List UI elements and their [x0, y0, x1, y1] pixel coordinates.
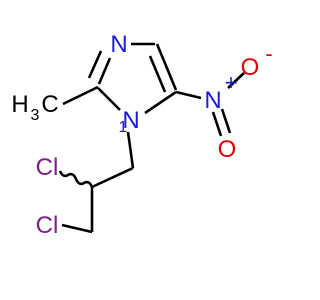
atom-n1-locant: 1 [119, 119, 128, 136]
nitro-o-bottom: O [218, 136, 237, 163]
bond-c4-c5-double [148, 55, 167, 93]
atom-n-top: N [110, 31, 127, 58]
atom-cl-lower: Cl [36, 212, 59, 239]
bond-ch2-ch [91, 166, 134, 189]
atom-cl-upper: Cl [36, 154, 59, 181]
bond-c5-nitro [175, 90, 202, 100]
bond-nitro-o-bottom-double [220, 108, 232, 134]
bond-ch-cl-wavy [58, 170, 94, 188]
bond-c4-c5 [155, 43, 178, 91]
molecule-structure: N N 1 H 3 C N + O - O Cl Cl [11, 31, 272, 239]
atom-labels: N N 1 H 3 C N + O - O Cl Cl [11, 31, 272, 239]
bond-nitro-o-top [227, 72, 245, 89]
atom-n1: N 1 [119, 107, 140, 136]
nitro-group: N + O - O [204, 41, 272, 163]
methyl-group: H 3 C [11, 91, 58, 124]
bond-c5-n1 [144, 90, 177, 115]
methyl-c: C [41, 91, 58, 118]
nitro-plus-charge: + [225, 70, 238, 95]
nitro-n: N [204, 87, 221, 114]
bond-c2-n3-double [87, 50, 103, 79]
nitro-o-minus-charge: - [265, 41, 272, 66]
methyl-h: H [11, 91, 28, 118]
atom-n1-symbol: N [122, 107, 139, 134]
bonds [58, 42, 245, 234]
bond-nitro-o-bottom [211, 111, 223, 137]
bond-c2-n3 [97, 57, 112, 85]
bond-ch2-cl [61, 223, 93, 234]
bond-n1-ch2 [126, 131, 135, 169]
bond-n1-c2 [97, 87, 121, 111]
bond-c2-methyl [62, 85, 99, 106]
nitro-o-top: O [241, 54, 260, 81]
methyl-subscript: 3 [31, 107, 40, 124]
